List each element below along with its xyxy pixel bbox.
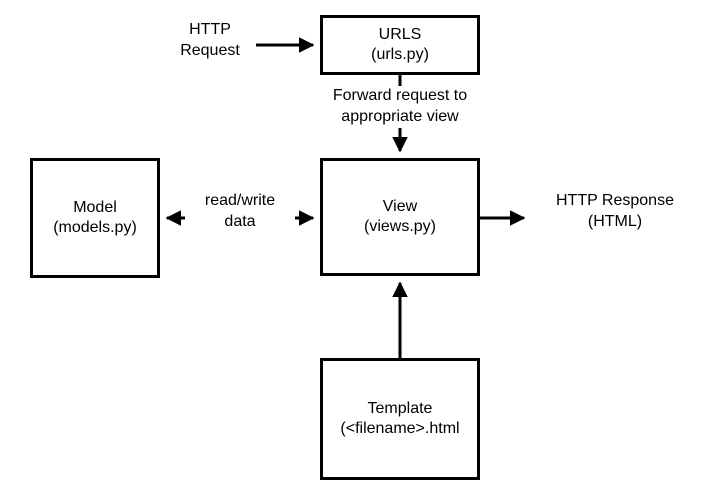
node-template-title: Template <box>367 399 433 417</box>
node-view-file: (views.py) <box>363 218 436 235</box>
label-read-write-data-line1: read/write <box>204 192 276 209</box>
node-template-file: (<filename>.html <box>340 420 460 437</box>
label-forward-request-line2: appropriate view <box>341 107 459 125</box>
node-model[interactable]: Model (models.py) <box>30 158 160 278</box>
label-http-request-line1: HTTP <box>189 21 231 38</box>
node-model-title: Model <box>73 198 117 216</box>
label-http-response-line1: HTTP Response <box>556 192 674 209</box>
label-read-write-data-line2: data <box>224 212 256 230</box>
label-http-response: HTTP Response (HTML) <box>520 191 710 233</box>
label-forward-request: Forward request to appropriate view <box>310 86 490 128</box>
label-read-write-data: read/write data <box>185 191 295 233</box>
node-template[interactable]: Template (<filename>.html <box>320 358 480 480</box>
node-model-file: (models.py) <box>53 219 137 236</box>
node-urls[interactable]: URLS (urls.py) <box>320 15 480 75</box>
node-template-text: Template (<filename>.html <box>323 399 477 440</box>
label-http-response-line2: (HTML) <box>587 212 643 230</box>
node-view[interactable]: View (views.py) <box>320 158 480 276</box>
label-forward-request-line1: Forward request to <box>332 87 468 104</box>
label-http-request-line2: Request <box>180 41 240 59</box>
label-http-request: HTTP Request <box>150 20 270 62</box>
node-urls-title: URLS <box>378 25 422 43</box>
node-urls-file: (urls.py) <box>371 46 429 63</box>
node-view-title: View <box>382 197 418 215</box>
